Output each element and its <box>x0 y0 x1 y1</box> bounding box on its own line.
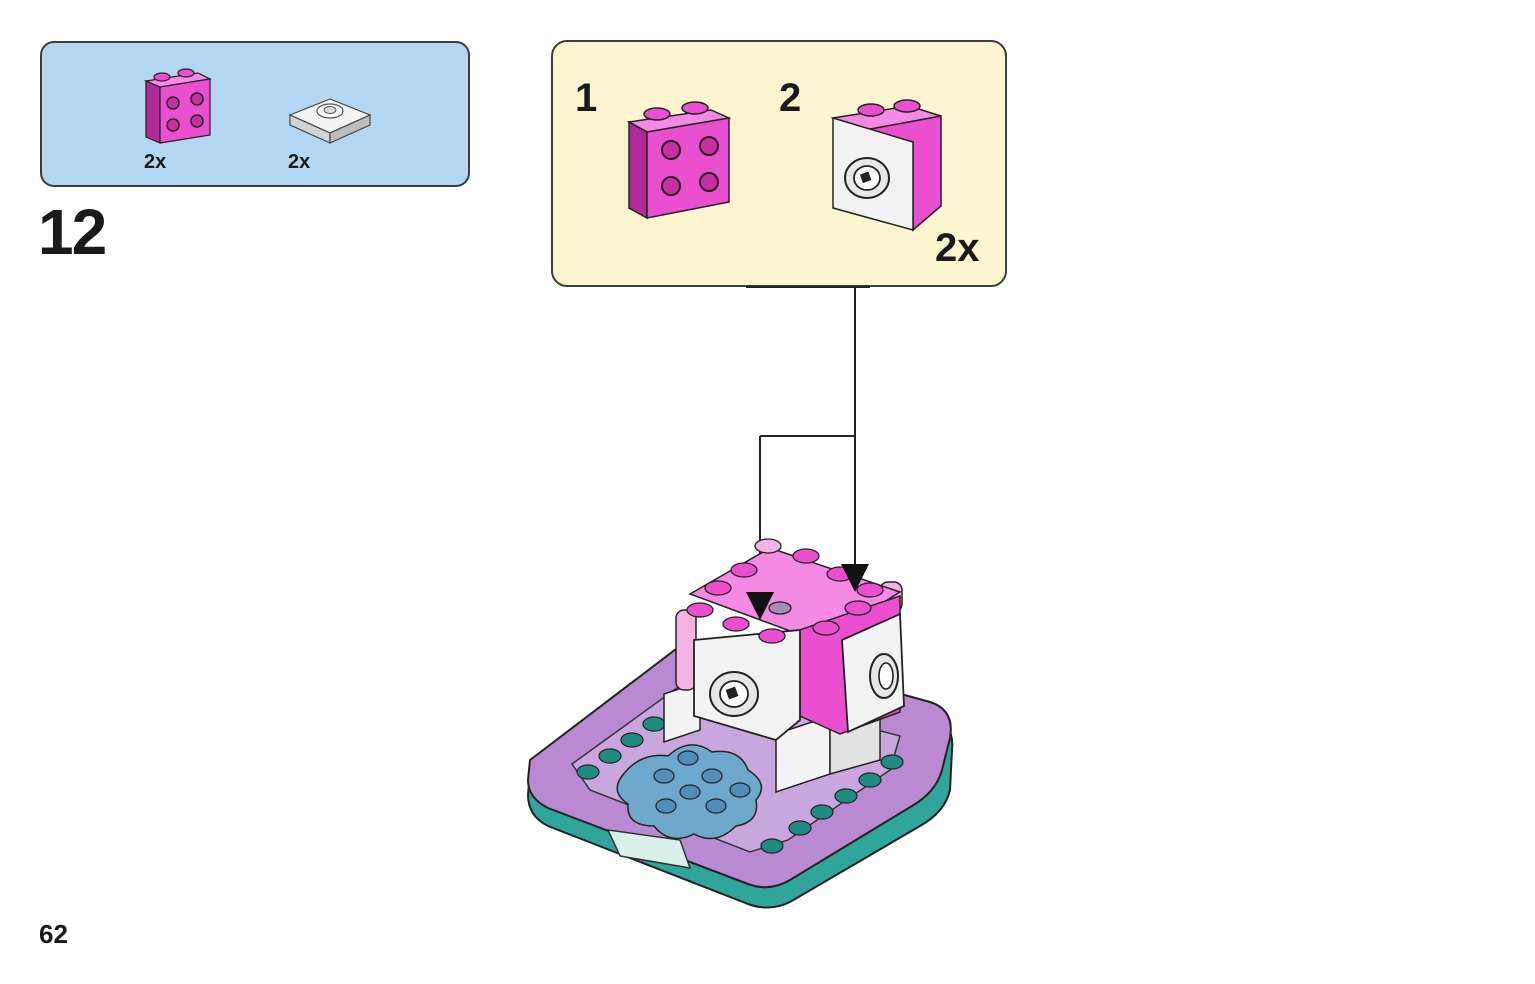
pink-brick-2x2-studs-on-side-icon <box>626 101 732 220</box>
subassembly-step-number: 2 <box>779 76 802 120</box>
subassembly-step-number: 1 <box>575 76 598 120</box>
step-number: 12 <box>38 196 107 268</box>
parts-list-panel: 2x 2x <box>40 41 470 187</box>
part-quantity: 2x <box>144 151 167 173</box>
pink-brick-2x2-studs-on-side-icon <box>143 68 212 144</box>
pink-brick-with-white-jumper-plate-icon <box>830 99 942 232</box>
subassembly-panel: 1 2 2x <box>551 40 1007 287</box>
subassembly-multiplier: 2x <box>935 226 980 270</box>
part-quantity: 2x <box>288 151 311 173</box>
page-number: 62 <box>39 919 68 949</box>
white-jumper-plate-icon <box>288 98 372 144</box>
